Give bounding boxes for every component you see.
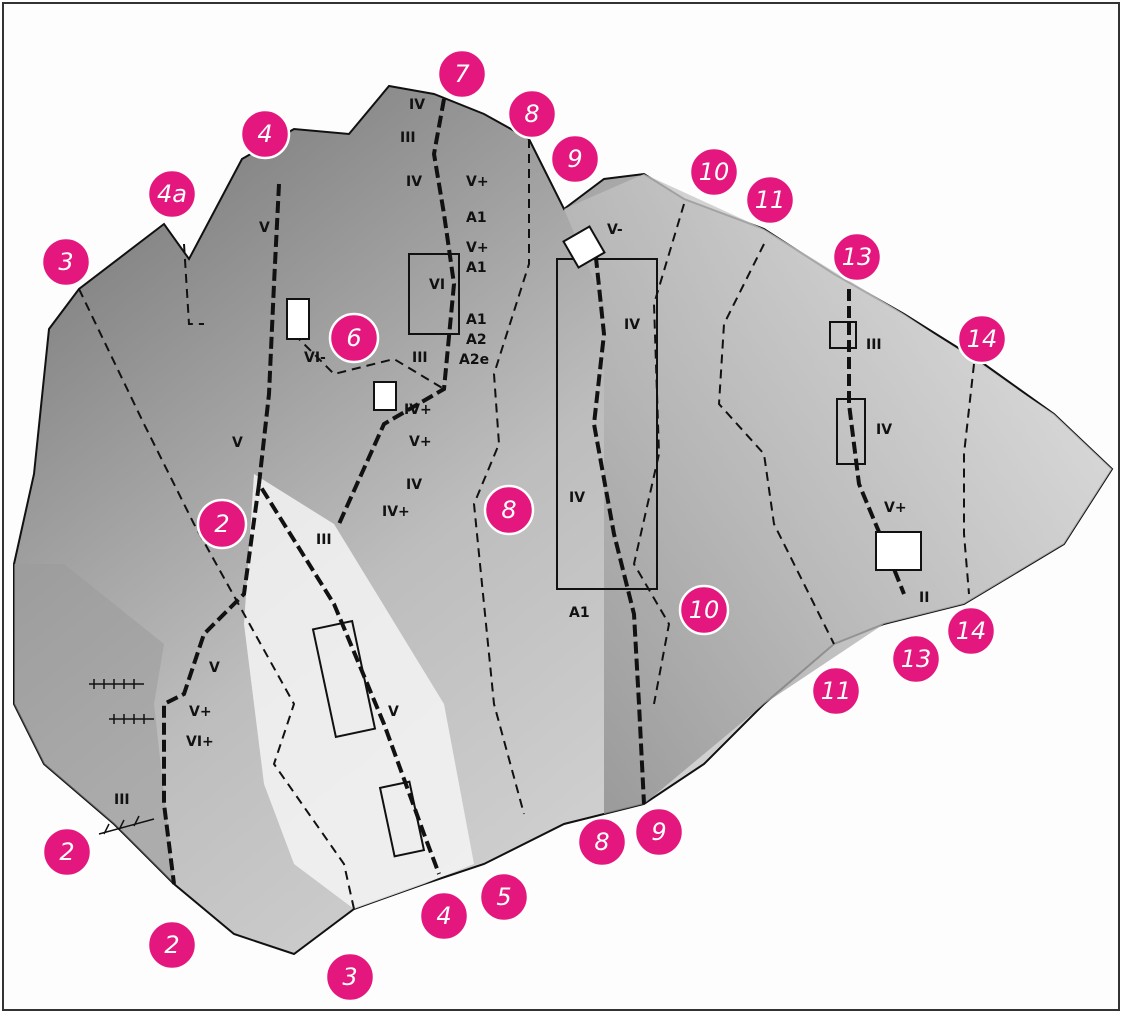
grade-label: IV: [569, 490, 585, 506]
route-marker: 13: [892, 635, 940, 683]
route-marker: 3: [42, 238, 90, 286]
svg-text:11: 11: [755, 186, 786, 214]
route-marker: 2: [148, 921, 196, 969]
route-marker: 9: [635, 808, 683, 856]
grade-label: III: [400, 130, 416, 146]
feature-box-iv-plus: [374, 382, 396, 410]
svg-text:9: 9: [651, 818, 666, 846]
climbing-topo-drawing: IV III IV V+ A1 V+ A1 VI A1 A2 A2e III I…: [4, 4, 1118, 1009]
svg-text:14: 14: [967, 325, 998, 353]
svg-text:8: 8: [524, 100, 539, 128]
grade-label: III: [866, 337, 882, 353]
route-marker: 8: [508, 90, 556, 138]
svg-text:2: 2: [59, 838, 74, 866]
route-marker: 11: [746, 176, 794, 224]
svg-text:8: 8: [501, 496, 516, 524]
svg-text:11: 11: [821, 677, 852, 705]
grade-label: V+: [189, 704, 212, 720]
route-marker: 11: [812, 667, 860, 715]
route-marker: 14: [958, 315, 1006, 363]
route-marker: 9: [551, 135, 599, 183]
route-marker: 7: [438, 50, 486, 98]
route-marker: 10: [680, 586, 728, 634]
route-marker: 8: [578, 818, 626, 866]
svg-text:4a: 4a: [157, 180, 187, 208]
route-marker: 2: [198, 500, 246, 548]
svg-text:10: 10: [689, 596, 720, 624]
grade-label: III: [114, 792, 130, 808]
svg-text:13: 13: [842, 243, 873, 271]
grade-label: A1: [466, 210, 487, 226]
route-marker: 13: [833, 233, 881, 281]
route-marker: 3: [326, 953, 374, 1001]
grade-label: V+: [884, 500, 907, 516]
route-marker: 4: [420, 892, 468, 940]
grade-label: IV: [409, 97, 425, 113]
svg-text:14: 14: [956, 617, 987, 645]
svg-text:5: 5: [496, 883, 511, 911]
route-marker: 8: [485, 486, 533, 534]
grade-label: IV: [876, 422, 892, 438]
route-marker: 4a: [148, 170, 196, 218]
grade-label: III: [316, 532, 332, 548]
grade-label: V: [232, 435, 243, 451]
svg-text:7: 7: [454, 60, 470, 88]
svg-text:3: 3: [342, 963, 357, 991]
svg-text:4: 4: [436, 902, 451, 930]
grade-label: V+: [409, 434, 432, 450]
feature-box-route-13-belay: [876, 532, 921, 570]
svg-text:3: 3: [58, 248, 73, 276]
svg-text:6: 6: [346, 324, 361, 352]
grade-label: A1: [466, 312, 487, 328]
svg-text:8: 8: [594, 828, 609, 856]
svg-text:13: 13: [901, 645, 932, 673]
grade-label: III: [412, 350, 428, 366]
grade-label: IV: [406, 477, 422, 493]
route-marker: 4: [241, 110, 289, 158]
grade-label: A1: [569, 605, 590, 621]
route-marker: 10: [690, 148, 738, 196]
grade-label: V+: [466, 240, 489, 256]
route-marker: 6: [330, 314, 378, 362]
grade-label: V: [388, 704, 399, 720]
grade-label: A2e: [459, 352, 489, 368]
grade-label: V+: [466, 174, 489, 190]
grade-label: IV: [624, 317, 640, 333]
route-marker: 5: [480, 873, 528, 921]
grade-label: VI+: [186, 734, 214, 750]
grade-label: IV+: [404, 402, 432, 418]
svg-text:2: 2: [214, 510, 229, 538]
grade-label: V: [209, 660, 220, 676]
feature-box-route-6: [287, 299, 309, 339]
grade-label: VI-: [304, 350, 326, 366]
svg-text:2: 2: [164, 931, 179, 959]
grade-label: A1: [466, 260, 487, 276]
grade-label: V: [259, 220, 270, 236]
grade-label: IV+: [382, 504, 410, 520]
route-marker: 14: [947, 607, 995, 655]
svg-text:9: 9: [567, 145, 582, 173]
route-marker: 2: [43, 828, 91, 876]
svg-text:10: 10: [699, 158, 730, 186]
grade-label: VI: [429, 277, 445, 293]
grade-label: A2: [466, 332, 487, 348]
grade-label: V-: [607, 222, 623, 238]
svg-text:4: 4: [257, 120, 272, 148]
grade-label: II: [919, 590, 929, 606]
grade-label: IV: [406, 174, 422, 190]
